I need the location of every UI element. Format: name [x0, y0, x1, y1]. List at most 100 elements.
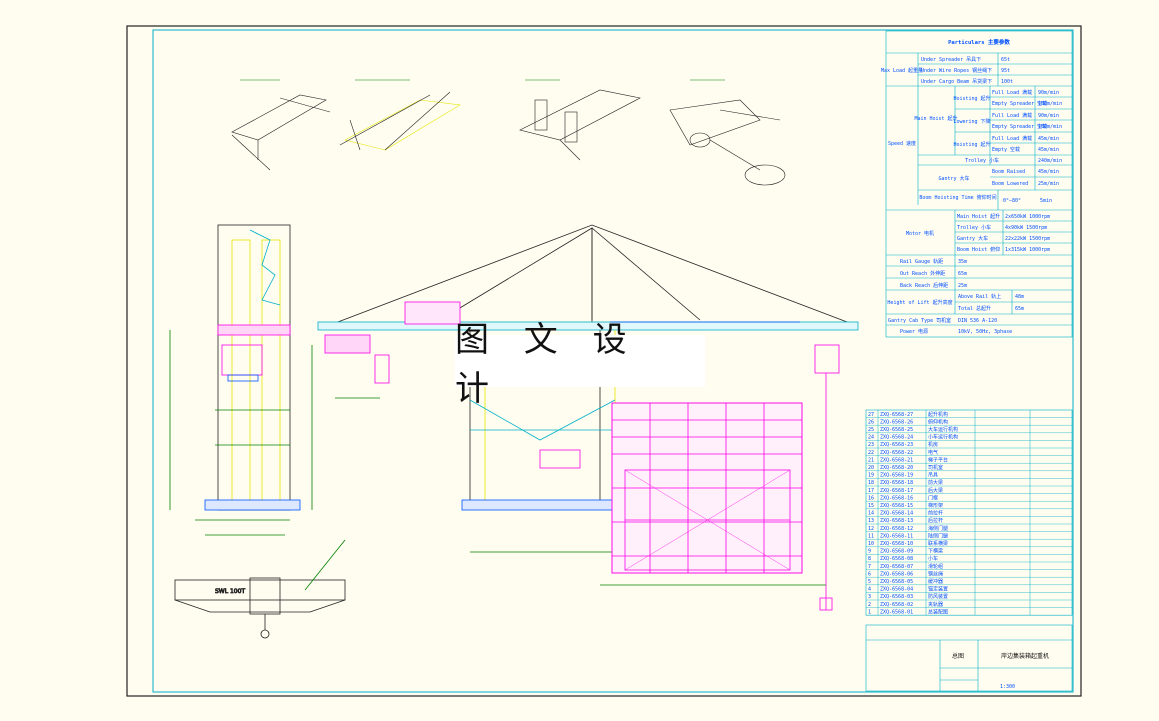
parts-list-name: 门框 [928, 494, 938, 501]
spec-value: 180m/min [1038, 101, 1062, 107]
parts-list-name: 吊具 [928, 473, 938, 479]
spec-row: Total 总起升 [958, 305, 991, 312]
parts-list-code: ZXQ-6568-07 [880, 564, 913, 570]
spec-value: 0°–80° [1003, 198, 1021, 204]
parts-list-code: ZXQ-6568-10 [880, 541, 913, 547]
speed-label: Speed 速度 [888, 140, 916, 147]
spec-row: Gantry Cab Type 司机室 [888, 317, 951, 324]
spec-value: 45m/min [1038, 136, 1059, 142]
spec-row: Power 电源 [900, 328, 928, 335]
spreader-label: SWL 100T [215, 588, 245, 595]
spec-row: Trolley 小车 [965, 157, 999, 164]
spec-row: Under Wire Ropes 钢丝绳下 [921, 67, 992, 74]
inner-frame [152, 29, 1074, 693]
spec-row: Above Rail 轨上 [958, 293, 1001, 300]
spec-value: 45m/min [1038, 147, 1059, 153]
spec-value: 25m [958, 283, 967, 289]
parts-list-no: 24 [868, 435, 874, 441]
parts-list-name: 小车 [928, 555, 938, 562]
main-elevation [311, 224, 859, 611]
parts-list-code: ZXQ-6568-27 [880, 412, 913, 418]
parts-list-code: ZXQ-6568-22 [880, 450, 913, 456]
parts-list-code: ZXQ-6568-03 [880, 594, 913, 600]
detail-sketches [231, 79, 786, 186]
parts-list-code: ZXQ-6568-05 [880, 579, 913, 585]
parts-list-code: ZXQ-6568-25 [880, 427, 913, 433]
parts-list-no: 4 [868, 587, 871, 593]
parts-list-no: 6 [868, 571, 871, 577]
parts-list-no: 1 [868, 609, 871, 615]
parts-list-no: 13 [868, 518, 874, 524]
hoisting-label: Hoisting 起升 [953, 95, 990, 102]
parts-list-code: ZXQ-6568-14 [880, 511, 913, 517]
max-load-label: Max Load 起重量 [881, 67, 923, 74]
gantry-label: Gantry 大车 [938, 175, 969, 182]
parts-list-no: 21 [868, 457, 874, 463]
hoisting-label: Hoisting 起升 [953, 141, 990, 148]
parts-list-no: 26 [868, 419, 874, 425]
parts-list-code: ZXQ-6568-04 [880, 587, 913, 593]
spec-row: Rail Gauge 轨距 [900, 258, 943, 265]
parts-list-code: ZXQ-6568-24 [880, 435, 913, 441]
parts-list-name: 前大梁 [928, 479, 943, 486]
parts-list-name: 缓冲器 [928, 578, 943, 585]
parts-list-code: ZXQ-6568-08 [880, 556, 913, 562]
spec-row: Empty Spreader 空载 [992, 100, 1047, 107]
parts-list-name: 大车运行机构 [928, 426, 958, 433]
parts-list-code: ZXQ-6568-09 [880, 549, 913, 555]
lift-label: Height of Lift 起升高度 [887, 299, 952, 306]
parts-list-no: 9 [868, 549, 871, 555]
parts-list-name: 海侧门腿 [928, 525, 948, 532]
parts-list-code: ZXQ-6568-01 [880, 609, 913, 615]
spec-value: 95t [1001, 68, 1010, 74]
parts-list-code: ZXQ-6568-13 [880, 518, 913, 524]
spec-value: 240m/min [1038, 158, 1062, 164]
parts-list-name: 锚定装置 [928, 586, 948, 593]
parts-list-no: 5 [868, 579, 871, 585]
spec-row: Empty 空载 [992, 146, 1020, 153]
parts-list-no: 18 [868, 480, 874, 486]
parts-list-name: 滑轮组 [928, 563, 943, 570]
parts-list-name: 俯仰机构 [928, 418, 948, 425]
spec-row: Boom Hoisting Time 俯仰时间 [919, 194, 996, 201]
parts-list-name: 后大梁 [928, 487, 943, 494]
spec-row: Full Load 满载 [992, 89, 1032, 96]
parts-list-no: 16 [868, 495, 874, 501]
parts-list-name: 夹轨器 [928, 601, 943, 608]
motor-label: Motor 电机 [906, 230, 934, 237]
parts-list-no: 17 [868, 488, 874, 494]
parts-list-no: 12 [868, 526, 874, 532]
parts-list-no: 8 [868, 556, 871, 562]
parts-list-no: 19 [868, 473, 874, 479]
spec-table [885, 30, 1073, 338]
spec-row: Boom Lowered [992, 181, 1028, 187]
parts-list-no: 7 [868, 564, 871, 570]
spec-value: 5min [1040, 198, 1052, 204]
parts-list-code: ZXQ-6568-16 [880, 495, 913, 501]
parts-list-name: 总装配图 [928, 608, 948, 615]
parts-list-no: 11 [868, 533, 874, 539]
spec-value: 90m/min [1038, 90, 1059, 96]
spec-row: Empty Spreader 空载 [992, 123, 1047, 130]
parts-list-name: 钢丝绳 [928, 570, 943, 577]
parts-list-name: 后拉杆 [928, 517, 943, 524]
spec-row: Back Reach 后伸距 [900, 282, 948, 289]
parts-list-no: 2 [868, 602, 871, 608]
parts-list-name: 防风装置 [928, 593, 948, 600]
parts-list-code: ZXQ-6568-17 [880, 488, 913, 494]
spec-row: Gantry 大车 [957, 235, 988, 242]
parts-list-name: 下横梁 [928, 548, 943, 555]
outer-frame [126, 25, 1082, 697]
spreader-drawing: SWL 100T [174, 539, 346, 639]
spec-value: 90m/min [1038, 113, 1059, 119]
spec-value: 65m [1015, 306, 1024, 312]
drawing-subtitle: 岸边集装箱起重机 [1001, 652, 1049, 660]
spec-row: Boom Hoist 俯仰 [957, 246, 1000, 253]
parts-list-name: 梯形架 [928, 502, 943, 509]
spec-value: 65m [958, 271, 967, 277]
spec-value: 35m [958, 259, 967, 265]
spec-row: Main Hoist 起升 [957, 213, 1000, 220]
parts-list-no: 25 [868, 427, 874, 433]
